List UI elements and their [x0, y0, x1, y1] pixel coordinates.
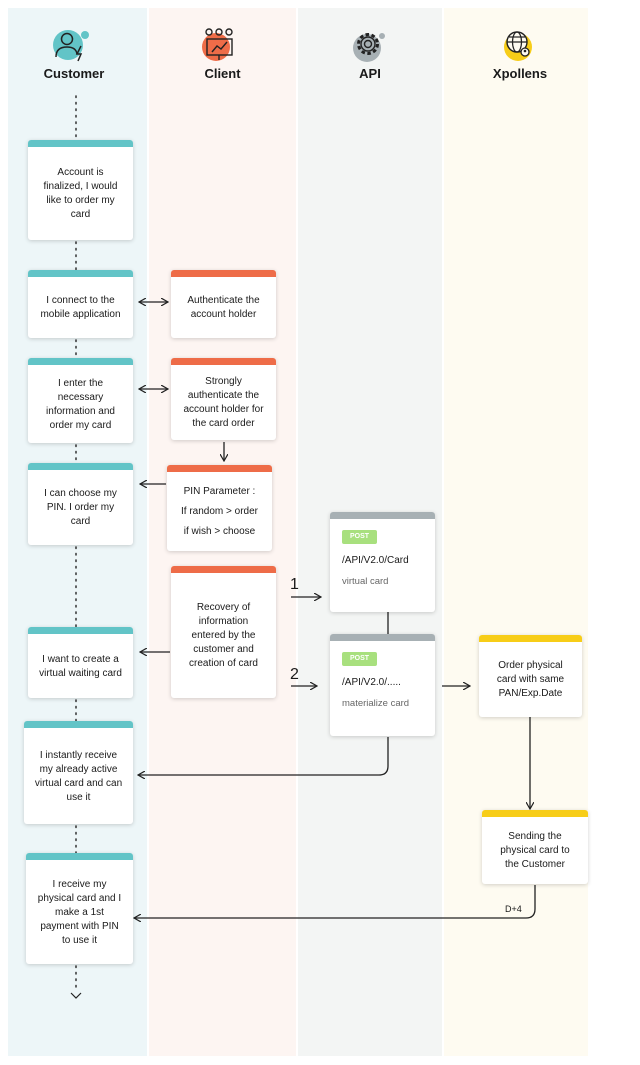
post-method-badge: POST	[342, 530, 378, 544]
delay-label: D+4	[505, 904, 522, 914]
customer-lane-title: Customer	[43, 66, 105, 81]
client-card-recovery-text: Recovery of information entered by the c…	[189, 602, 258, 669]
api-lane-title: API	[359, 66, 381, 81]
client-card-recovery: Recovery of information entered by the c…	[171, 566, 276, 698]
xpollens-card-sending: Sending the physical card to the Custome…	[482, 810, 588, 884]
gear-icon	[353, 33, 385, 62]
xpollens-lane-title: Xpollens	[492, 66, 548, 81]
globe-icon	[504, 31, 532, 61]
api-endpoint-path: /API/V2.0/Card	[342, 555, 409, 566]
pin-wish-rule: if wish > choose	[183, 526, 256, 537]
api-endpoint-description: virtual card	[342, 576, 389, 587]
client-card-strong-auth: Strongly authenticate the account holder…	[171, 358, 276, 440]
customer-card-receive-virtual: I instantly receive my already active vi…	[24, 721, 133, 824]
customer-card-connect-text: I connect to the mobile application	[40, 295, 121, 320]
client-card-strong-auth-text: Strongly authenticate the account holder…	[183, 376, 264, 429]
xpollens-card-order: Order physical card with same PAN/Exp.Da…	[479, 635, 582, 717]
pin-random-rule: If random > order	[181, 506, 258, 517]
customer-card-receive-virtual-text: I instantly receive my already active vi…	[34, 749, 123, 803]
customer-card-virtual-waiting-text: I want to create a virtual waiting card	[39, 653, 122, 679]
customer-card-receive-physical-text: I receive my physical card and I make a …	[37, 878, 122, 946]
step-2-label: 2	[290, 666, 299, 683]
api-card-virtual: POST /API/V2.0/Card virtual card	[330, 512, 435, 612]
customer-card-connect: I connect to the mobile application	[28, 270, 133, 338]
api-card-materialize: POST /API/V2.0/..... materialize card	[330, 634, 435, 736]
customer-card-enter-info: I enter the necessary information and or…	[28, 358, 133, 443]
post-method-badge: POST	[342, 652, 378, 666]
pin-parameter-title: PIN Parameter :	[183, 486, 256, 497]
customer-card-receive-physical: I receive my physical card and I make a …	[26, 853, 133, 964]
xpollens-card-order-text: Order physical card with same PAN/Exp.Da…	[496, 660, 565, 699]
xpollens-card-sending-text: Sending the physical card to the Custome…	[500, 831, 570, 870]
api-endpoint-path: /API/V2.0/.....	[342, 677, 401, 688]
client-team-icon	[202, 28, 233, 61]
customer-card-enter-info-text: I enter the necessary information and or…	[46, 377, 115, 431]
client-lane-title: Client	[204, 66, 241, 81]
customer-card-choose-pin: I can choose my PIN. I order my card	[28, 463, 133, 545]
client-card-authenticate-text: Authenticate the account holder	[187, 295, 260, 320]
customer-card-choose-pin-text: I can choose my PIN. I order my card	[44, 488, 117, 527]
client-card-pin-parameter: PIN Parameter : If random > order if wis…	[167, 465, 272, 551]
customer-card-virtual-waiting: I want to create a virtual waiting card	[28, 627, 133, 698]
client-card-authenticate: Authenticate the account holder	[171, 270, 276, 338]
customer-card-finalize-text: Account is finalized, I would like to or…	[43, 167, 118, 220]
customer-card-finalize: Account is finalized, I would like to or…	[28, 140, 133, 240]
step-1-label: 1	[290, 576, 299, 593]
customer-icon	[53, 30, 89, 62]
api-endpoint-description: materialize card	[342, 698, 410, 709]
